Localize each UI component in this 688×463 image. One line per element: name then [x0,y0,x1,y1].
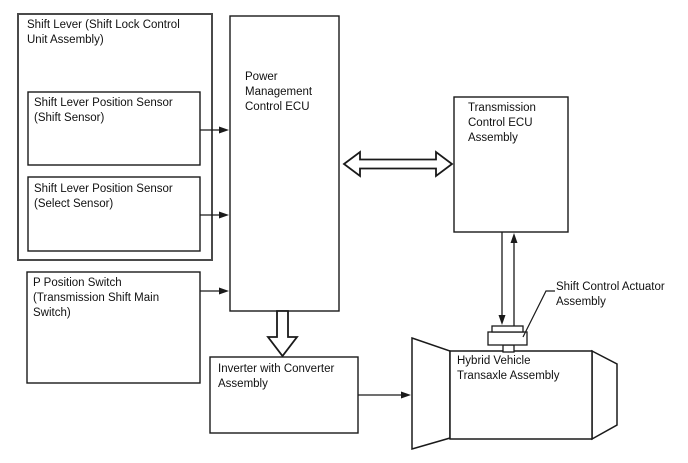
label-line: Inverter with Converter [218,363,335,375]
transaxle-shape [411,336,618,450]
label-line: Shift Lever Position Sensor [34,183,173,195]
label-line: Control ECU [468,117,533,129]
label-line: P Position Switch [33,277,122,289]
shift-sensor-label: Shift Lever Position Sensor (Shift Senso… [34,96,173,126]
box-transmission-ecu [453,96,569,233]
label-line: Assembly [556,296,606,308]
label-line: Hybrid Vehicle [457,355,531,367]
arrow-actuator-to-tcu [510,233,518,326]
transmission-ecu-label: Transmission Control ECU Assembly [468,101,536,146]
label-line: Transaxle Assembly [457,370,560,382]
inverter-label: Inverter with Converter Assembly [218,362,334,392]
box-power-management-ecu [229,15,340,312]
select-sensor-label: Shift Lever Position Sensor (Select Sens… [34,182,173,212]
label-line: (Select Sensor) [34,198,114,210]
arrow-shift-sensor-to-ecu [200,126,229,134]
label-line: Shift Lever (Shift Lock Control [27,19,180,31]
label-line: (Transmission Shift Main [33,292,160,304]
box-p-position-switch [26,271,201,384]
label-line: Shift Lever Position Sensor [34,97,173,109]
actuator-label-pointer [522,290,555,338]
arrow-p-switch-to-ecu [200,287,229,295]
hollow-arrow-ecu-to-inverter [266,310,299,358]
p-position-switch-label: P Position Switch (Transmission Shift Ma… [33,276,159,321]
power-management-ecu-label: Power Management Control ECU [245,70,312,115]
label-line: Assembly [468,132,518,144]
box-select-sensor [27,176,201,252]
label-line: Unit Assembly) [27,34,104,46]
arrow-select-sensor-to-ecu [200,211,229,219]
hollow-double-arrow-ecu-tcu [342,150,454,178]
arrow-tcu-to-actuator [498,232,506,325]
shift-control-actuator-label: Shift Control Actuator Assembly [556,280,665,310]
box-inverter [209,356,359,434]
label-line: Power [245,71,278,83]
shift-lever-label: Shift Lever (Shift Lock Control Unit Ass… [27,18,180,48]
arrow-inverter-to-transaxle [358,391,411,399]
label-line: Switch) [33,307,71,319]
label-line: Assembly [218,378,268,390]
transaxle-label: Hybrid Vehicle Transaxle Assembly [457,354,559,384]
label-line: Transmission [468,102,536,114]
box-shift-sensor [27,91,201,166]
label-line: (Shift Sensor) [34,112,105,124]
actuator-shape [487,325,528,353]
label-line: Control ECU [245,101,310,113]
label-line: Management [245,86,313,98]
label-line: Shift Control Actuator [556,281,665,293]
